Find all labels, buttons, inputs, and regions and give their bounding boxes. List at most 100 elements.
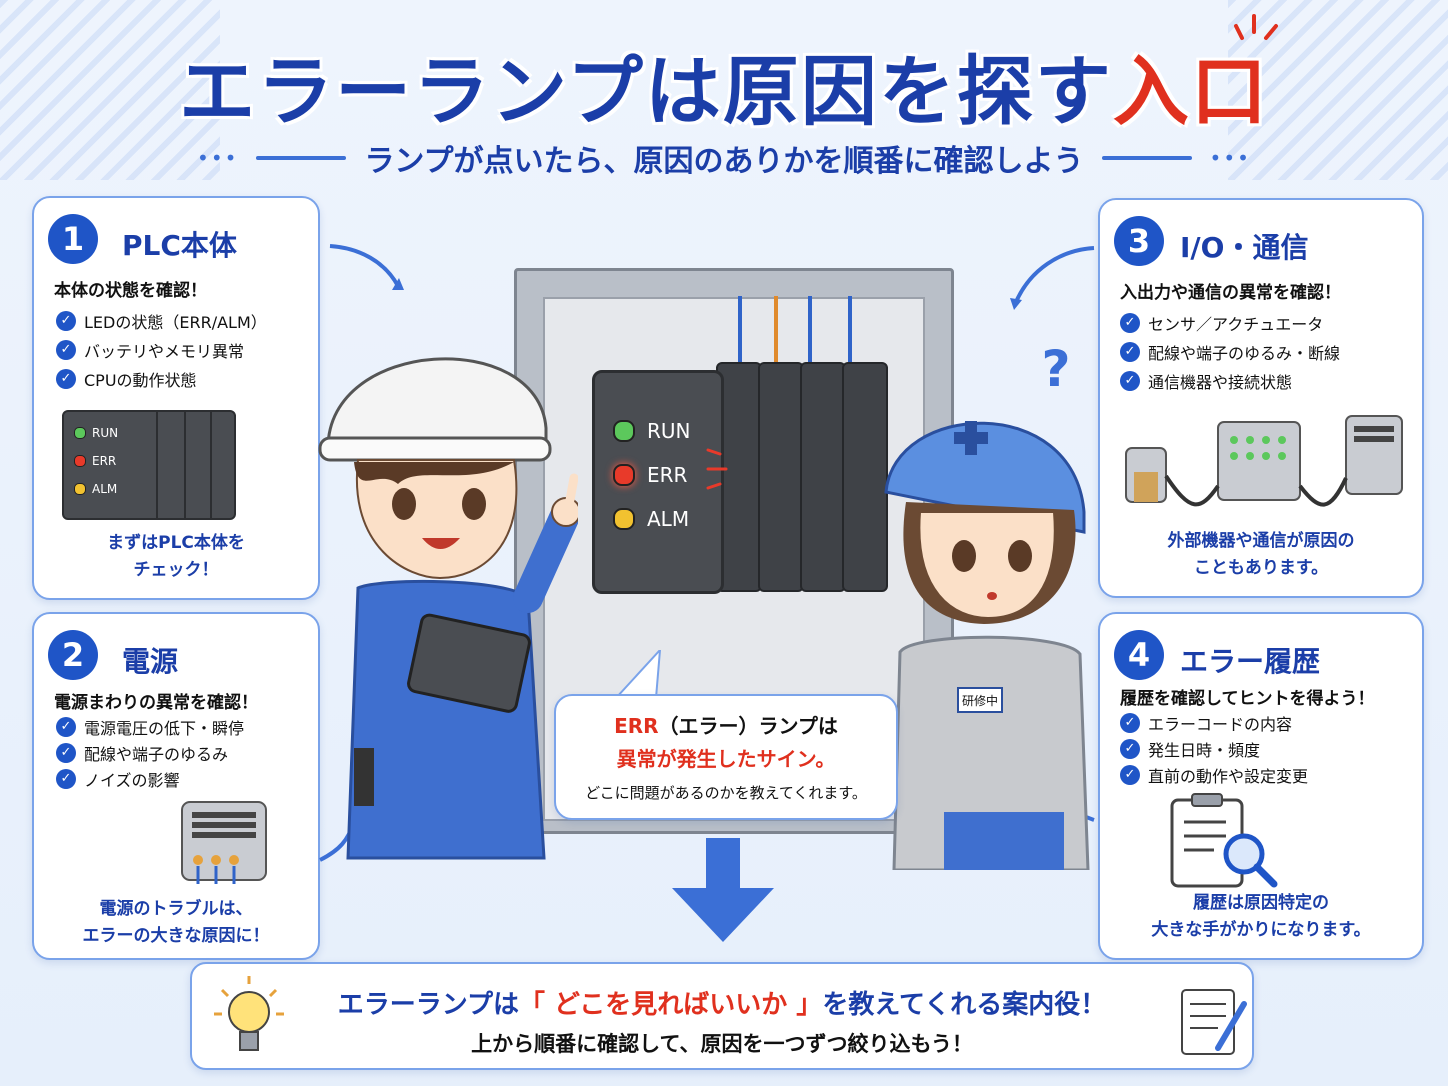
history-magnifier-icon (1170, 793, 1278, 888)
check-item-label: 通信機器や接続状態 (1148, 372, 1293, 392)
decor-stripes-right (1228, 0, 1448, 180)
check-icon: ✓ (56, 743, 76, 763)
title-accent: 入口 (1112, 47, 1269, 136)
mini-led-label: ALM (92, 482, 118, 496)
card-number: 2 (48, 630, 98, 680)
check-item: ✓CPUの動作状態 (56, 364, 267, 393)
summary-line-1-red: 「 どこを見ればいいか 」 (518, 990, 823, 1020)
check-item: ✓ 通信機器や接続状態 (1120, 366, 1340, 395)
subtitle-line-left (256, 156, 347, 160)
caption-line: まずはPLC本体を (107, 533, 245, 553)
summary-line-1: エラーランプは「 どこを見ればいいか 」を教えてくれる案内役！ (192, 984, 1252, 1021)
mini-plc-illustration: RUN ERR ALM (62, 410, 236, 520)
io-module (800, 362, 846, 592)
card-io: 3 I/O・通信 入出力や通信の異常を確認！ ✓センサ／アクチュエータ ✓配線や… (1098, 198, 1424, 598)
check-item-label: 電源電圧の低下・瞬停 (84, 719, 245, 738)
check-list: ✓ エラーコードの内容 ✓発生日時・頻度 ✓ 直前の動作や設定変更 (1120, 710, 1308, 788)
check-item: ✓ ノイズの影響 (56, 766, 244, 792)
check-list: ✓ 電源電圧の低下・瞬停 ✓配線や端子のゆるみ ✓ ノイズの影響 (56, 714, 244, 792)
caption-line: 外部機器や通信が原因の (1167, 531, 1355, 551)
err-flash-icon (706, 448, 728, 490)
check-icon: ✓ (1120, 713, 1140, 733)
check-list: ✓センサ／アクチュエータ ✓ 配線や端子のゆるみ・断線 ✓ 通信機器や接続状態 (1120, 308, 1340, 395)
check-icon: ✓ (1120, 341, 1140, 362)
check-item: ✓発生日時・頻度 (1120, 736, 1308, 762)
card-lead: 電源まわりの異常を確認！ (54, 693, 258, 713)
card-number: 1 (48, 214, 98, 264)
down-arrow-icon (672, 838, 774, 942)
mini-led-row: ERR (74, 454, 116, 468)
bubble-line-2: 異常が発生したサイン。 (616, 747, 836, 771)
worker-female-illustration: 研修中 (884, 421, 1090, 870)
check-item: ✓配線や端子のゆるみ (56, 740, 244, 766)
caption-line: 履歴は原因特定の (1193, 893, 1329, 913)
check-item-label: バッテリやメモリ異常 (84, 341, 245, 361)
trainee-badge: 研修中 (962, 693, 998, 708)
run-led-icon (74, 427, 86, 439)
io-module (842, 362, 888, 592)
mini-led-label: ERR (92, 454, 117, 468)
card-lead: 入出力や通信の異常を確認！ (1120, 283, 1341, 303)
subtitle-row: ••• ランプが点いたら、原因のありかを順番に確認しよう ••• (160, 138, 1288, 179)
led-row-alm: ALM (613, 507, 689, 531)
caption-line: こともあります。 (1193, 558, 1329, 578)
question-icon: ? (1041, 340, 1070, 396)
err-led-icon (74, 455, 86, 467)
check-item: ✓バッテリやメモリ異常 (56, 335, 267, 364)
page-title: エラーランプは原因を探す入口 (0, 30, 1448, 140)
card-title: エラー履歴 (1180, 645, 1321, 678)
caption-line: 大きな手がかりになります。 (1151, 920, 1371, 940)
worker-male-illustration (318, 357, 578, 860)
plc-cpu-unit: RUN ERR ALM (592, 370, 724, 594)
led-label: RUN (647, 419, 691, 443)
check-icon: ✓ (56, 717, 76, 737)
mini-led-row: ALM (74, 482, 117, 496)
check-icon: ✓ (1120, 370, 1140, 391)
card-title: PLC本体 (122, 229, 237, 262)
check-item-label: 配線や端子のゆるみ・断線 (1148, 343, 1341, 363)
spark-icon (1234, 14, 1278, 40)
check-item-label: ノイズの影響 (84, 771, 180, 790)
bubble-line-1-rest: （エラー）ランプは (658, 714, 838, 738)
mini-led-row: RUN (74, 426, 118, 440)
card-lead: 本体の状態を確認！ (54, 281, 207, 301)
memo-icon (1181, 989, 1247, 1055)
summary-line-1-b: を教えてくれる案内役！ (822, 990, 1107, 1020)
alm-led-icon (613, 508, 635, 530)
led-row-err: ERR (613, 463, 687, 487)
check-icon: ✓ (56, 769, 76, 789)
check-item: ✓LEDの状態（ERR/ALM） (56, 306, 267, 335)
card-caption: まずはPLC本体を チェック！ (34, 530, 318, 584)
lightbulb-icon (214, 976, 284, 1051)
led-label: ERR (647, 463, 688, 487)
bubble-line-1: ERR（エラー）ランプは (556, 710, 896, 739)
card-title: 電源 (122, 645, 179, 678)
card-number: 4 (1114, 630, 1164, 680)
check-icon: ✓ (56, 310, 76, 331)
caption-line: エラーの大きな原因に！ (82, 926, 270, 946)
bubble-err-word: ERR (614, 714, 659, 738)
run-led-icon (613, 420, 635, 442)
mini-led-label: RUN (92, 426, 119, 440)
decor-stripes-left (0, 0, 220, 180)
check-icon: ✓ (1120, 739, 1140, 759)
card-history: 4 エラー履歴 履歴を確認してヒントを得よう！ ✓ エラーコードの内容 ✓発生日時… (1098, 612, 1424, 960)
card-power: 2 電源 電源まわりの異常を確認！ ✓ 電源電圧の低下・瞬停 ✓配線や端子のゆるみ… (32, 612, 320, 960)
check-item-label: エラーコードの内容 (1148, 715, 1293, 734)
check-item: ✓センサ／アクチュエータ (1120, 308, 1340, 337)
bubble-tail (614, 650, 662, 698)
card-title: I/O・通信 (1180, 231, 1309, 264)
check-item-label: 直前の動作や設定変更 (1148, 767, 1309, 786)
summary-banner: エラーランプは「 どこを見ればいいか 」を教えてくれる案内役！ 上から順番に確認… (190, 962, 1254, 1070)
bubble-line-3: どこに問題があるのかを教えてくれます。 (585, 784, 867, 802)
subtitle-dots-right: ••• (1209, 146, 1251, 170)
err-led-icon (613, 464, 635, 486)
card-plc: 1 PLC本体 本体の状態を確認！ ✓LEDの状態（ERR/ALM） ✓バッテリ… (32, 196, 320, 600)
caption-line: チェック！ (133, 560, 219, 580)
card-caption: 履歴は原因特定の 大きな手がかりになります。 (1100, 890, 1422, 944)
card-number: 3 (1114, 216, 1164, 266)
check-icon: ✓ (56, 368, 76, 389)
check-item-label: センサ／アクチュエータ (1148, 314, 1324, 334)
card-lead: 履歴を確認してヒントを得よう！ (1120, 689, 1375, 709)
card-caption: 外部機器や通信が原因の こともあります。 (1100, 528, 1422, 582)
